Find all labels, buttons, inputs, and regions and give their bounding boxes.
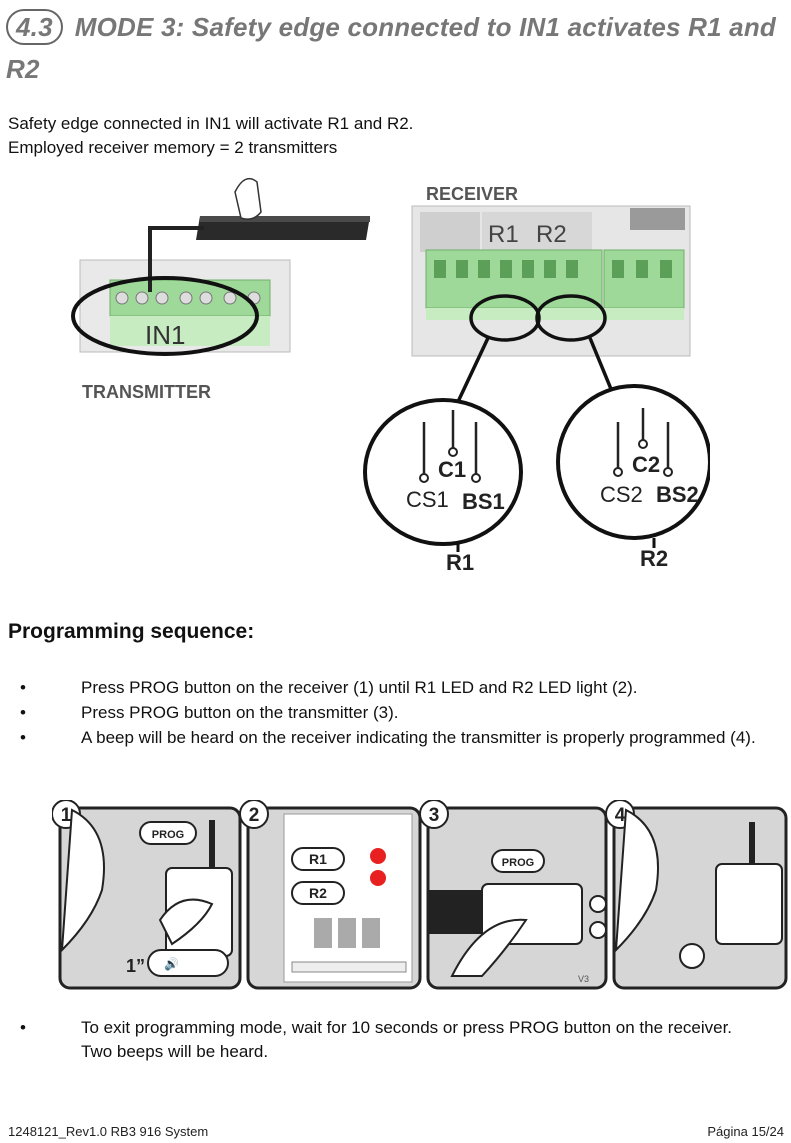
list-item: A beep will be heard on the receiver ind… — [20, 726, 760, 750]
panel-4-number: 4 — [615, 805, 626, 826]
panel-1-number: 1 — [61, 805, 72, 826]
intro-text: Safety edge connected in IN1 will activa… — [8, 112, 413, 160]
led-r1-icon — [370, 848, 386, 864]
receiver-board — [411, 205, 691, 357]
relay-r1-label: R1 — [488, 221, 519, 248]
zoom-r1-bs: BS1 — [462, 489, 505, 514]
in1-highlight — [71, 276, 259, 356]
zoom-r2-name: R2 — [640, 546, 668, 571]
wiring-diagram: IN1 TRANSMITTER RECEIVER R1 R2 C1 CS1 BS… — [71, 177, 710, 575]
speaker-icon: 🔊 — [164, 956, 179, 971]
zoom-r1: C1 CS1 BS1 R1 — [363, 398, 523, 575]
programming-panels: 1 PROG 1” 🔊 2 R1 R2 3 PROG — [52, 800, 788, 990]
footer-page-number: Página 15/24 — [707, 1124, 784, 1139]
panel-2: 2 R1 R2 — [239, 800, 422, 990]
panel-3: 3 PROG V3 — [419, 800, 608, 990]
panel-1: 1 PROG 1” 🔊 — [52, 800, 242, 990]
receiver-label: RECEIVER — [426, 184, 518, 204]
panel-4: 4 — [605, 800, 788, 990]
panel-1-callout: PROG — [152, 829, 184, 841]
relay-r2-label: R2 — [536, 221, 567, 248]
panel-3-tag: V3 — [578, 974, 589, 984]
programming-steps: Press PROG button on the receiver (1) un… — [20, 676, 760, 751]
zoom-r2-bs: BS2 — [656, 482, 699, 507]
intro-line-1: Safety edge connected in IN1 will activa… — [8, 114, 414, 133]
panel-1-time: 1” — [126, 956, 145, 976]
footer-doc-id: 1248121_Rev1.0 RB3 916 System — [8, 1124, 209, 1139]
programming-heading: Programming sequence: — [8, 620, 255, 643]
exit-step: To exit programming mode, wait for 10 se… — [20, 1016, 760, 1065]
section-number: 4.3 — [6, 9, 63, 45]
zoom-r1-c: C1 — [438, 457, 466, 482]
section-title: MODE 3: Safety edge connected to IN1 act… — [6, 12, 776, 84]
panel-2-r2: R2 — [309, 885, 327, 901]
panel-2-number: 2 — [249, 805, 260, 826]
speaker-icon — [679, 943, 705, 969]
zoom-r2-c: C2 — [632, 452, 660, 477]
r1-terminal-highlight — [469, 294, 541, 342]
panel-3-callout: PROG — [502, 857, 534, 869]
list-item: Press PROG button on the receiver (1) un… — [20, 676, 760, 700]
zoom-r2: C2 CS2 BS2 R2 — [556, 384, 710, 571]
in1-label: IN1 — [145, 320, 185, 350]
r2-terminal-highlight — [535, 294, 607, 342]
zoom-r2-cs: CS2 — [600, 482, 643, 507]
panel-2-r1: R1 — [309, 851, 327, 867]
led-r2-icon — [370, 870, 386, 886]
page-footer: 1248121_Rev1.0 RB3 916 System Página 15/… — [8, 1124, 784, 1139]
zoom-r1-cs: CS1 — [406, 487, 449, 512]
zoom-r1-name: R1 — [446, 550, 474, 575]
list-item: To exit programming mode, wait for 10 se… — [20, 1016, 760, 1064]
safety-edge — [148, 177, 370, 292]
intro-line-2: Employed receiver memory = 2 transmitter… — [8, 138, 338, 157]
transmitter-label: TRANSMITTER — [82, 382, 211, 402]
list-item: Press PROG button on the transmitter (3)… — [20, 701, 760, 725]
panel-3-number: 3 — [429, 805, 440, 826]
